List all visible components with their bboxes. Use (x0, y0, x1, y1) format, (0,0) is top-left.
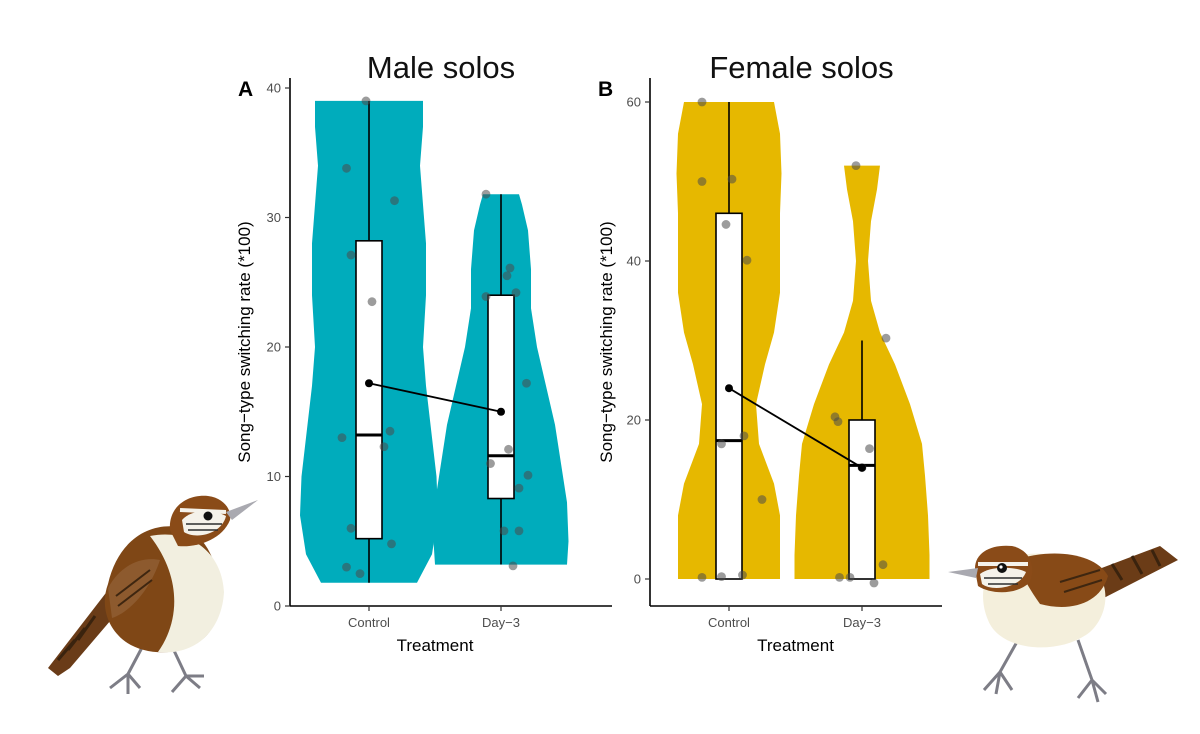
data-point (367, 297, 377, 307)
mean-point (497, 407, 505, 416)
data-point (697, 97, 707, 107)
data-point (355, 569, 365, 579)
bird-leg (168, 641, 204, 693)
box (848, 419, 876, 580)
data-point (833, 417, 843, 426)
bird-leg (982, 639, 1020, 695)
bird-eye (203, 511, 213, 521)
data-point (851, 161, 861, 171)
data-point (502, 271, 512, 281)
y-axis-label: Song−type switching rate (*100) (597, 221, 616, 462)
face-streaks (186, 523, 222, 531)
eyebrow-stripe (179, 508, 227, 514)
data-point (508, 561, 518, 571)
mean-point (725, 384, 733, 393)
data-point (727, 174, 737, 184)
y-axis-label: Song−type switching rate (*100) (235, 221, 254, 462)
bird-back (1015, 553, 1108, 607)
y-tick-label: 40 (627, 254, 641, 269)
data-point (504, 444, 513, 454)
wing-bars (1059, 569, 1103, 593)
face-streaks (984, 577, 1022, 585)
y-tick-label: 20 (267, 340, 281, 355)
wren-bird-left-illustration (48, 495, 258, 694)
bird-leg (109, 639, 148, 694)
x-axis-label: Treatment (757, 636, 834, 655)
data-point (346, 250, 356, 260)
x-tick-label: Day−3 (482, 615, 520, 630)
data-point (717, 572, 726, 582)
y-tick-label: 10 (267, 469, 281, 484)
tail-bars (56, 615, 97, 661)
data-point (499, 526, 509, 536)
data-point (342, 163, 351, 173)
bird-belly (150, 534, 224, 653)
y-tick-label: 30 (267, 210, 281, 225)
data-point (522, 378, 531, 388)
wren-bird-right-illustration (948, 545, 1178, 703)
panel-title: Male solos (367, 50, 515, 85)
data-point (379, 442, 389, 452)
data-point (721, 220, 731, 229)
bird-leg (1076, 639, 1108, 703)
data-point (739, 431, 749, 441)
data-point (337, 433, 347, 443)
box (487, 294, 515, 500)
data-point (346, 523, 356, 533)
data-point (361, 96, 371, 106)
y-tick-label: 0 (634, 572, 641, 587)
data-point (878, 560, 888, 570)
data-point (511, 288, 521, 298)
data-point (390, 196, 399, 206)
data-point (342, 562, 351, 572)
data-point (865, 444, 874, 454)
data-point (717, 439, 726, 449)
x-tick-label: Day−3 (843, 615, 881, 630)
x-tick-label: Control (348, 615, 390, 630)
y-tick-label: 60 (627, 95, 641, 110)
panel-label: B (598, 78, 613, 101)
data-point (845, 573, 855, 582)
data-point (486, 459, 495, 468)
mean-point (858, 463, 866, 472)
y-tick-label: 20 (627, 413, 641, 428)
data-point (481, 189, 491, 199)
x-axis-label: Treatment (397, 636, 474, 655)
data-point (697, 177, 707, 186)
bird-beak (948, 568, 978, 578)
data-point (742, 255, 752, 265)
bird-beak (226, 500, 258, 520)
data-point (697, 573, 707, 582)
data-point (523, 470, 533, 480)
data-point (387, 539, 396, 549)
data-point (514, 526, 524, 536)
data-point (869, 578, 879, 588)
data-point (481, 292, 491, 301)
data-point (738, 570, 747, 580)
y-tick-label: 0 (274, 599, 281, 614)
mean-connector-line (728, 387, 863, 469)
data-point (835, 573, 844, 582)
eye-highlight (999, 565, 1003, 569)
mean-connector-line (368, 382, 502, 413)
panel-label: A (238, 78, 253, 101)
wing-bars (115, 569, 153, 607)
data-point (881, 333, 891, 343)
data-point (757, 495, 767, 504)
data-point (385, 426, 395, 436)
y-tick-label: 40 (267, 81, 281, 96)
tail-bars (1110, 549, 1162, 581)
mean-point (365, 379, 373, 388)
box (355, 240, 383, 540)
box (715, 212, 743, 580)
data-point (514, 483, 524, 493)
data-point (505, 263, 515, 273)
x-tick-label: Control (708, 615, 750, 630)
panel-title: Female solos (709, 50, 893, 85)
